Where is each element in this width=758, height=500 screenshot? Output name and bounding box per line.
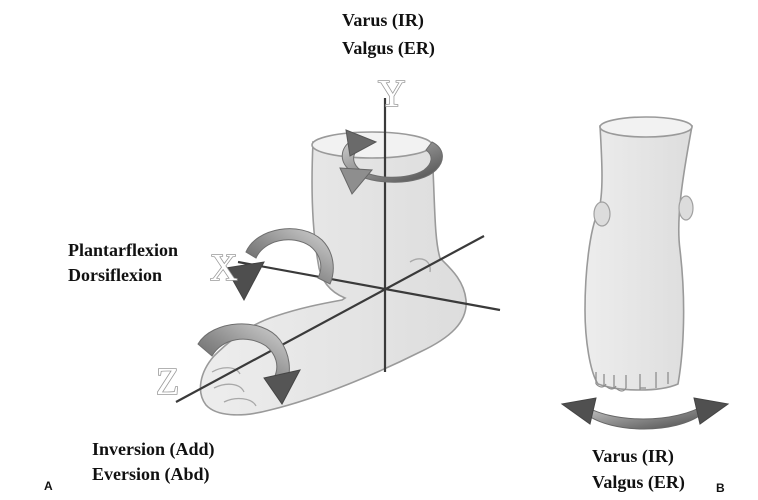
- bottom-label-eversion: Eversion (Abd): [92, 464, 210, 485]
- right-label-valgus: Valgus (ER): [592, 472, 685, 493]
- top-label-valgus: Valgus (ER): [342, 38, 435, 59]
- left-label-dorsiflexion: Dorsiflexion: [68, 265, 162, 285]
- z-rotation-arrow-icon: [197, 323, 301, 405]
- right-label-varus: Varus (IR): [592, 446, 674, 467]
- left-label-plantarflexion: Plantarflexion: [68, 240, 178, 260]
- bottom-label-inversion: Inversion (Add): [92, 439, 215, 460]
- foot-b: [584, 116, 694, 392]
- x-axis-label: X: [210, 247, 237, 289]
- x-rotation-arrow-icon: [225, 228, 334, 302]
- x-axis-line: [237, 260, 501, 312]
- y-axis-label: Y: [378, 73, 405, 115]
- z-axis-label: Z: [156, 361, 179, 403]
- axis-lines: [175, 98, 501, 403]
- z-axis-line: [175, 235, 485, 403]
- y-rotation-arrow-icon: [339, 129, 443, 195]
- panel-label-b: B: [716, 481, 725, 495]
- double-arrow-icon: [560, 397, 730, 430]
- top-label-varus: Varus (IR): [342, 10, 424, 31]
- panel-label-a: A: [44, 479, 53, 493]
